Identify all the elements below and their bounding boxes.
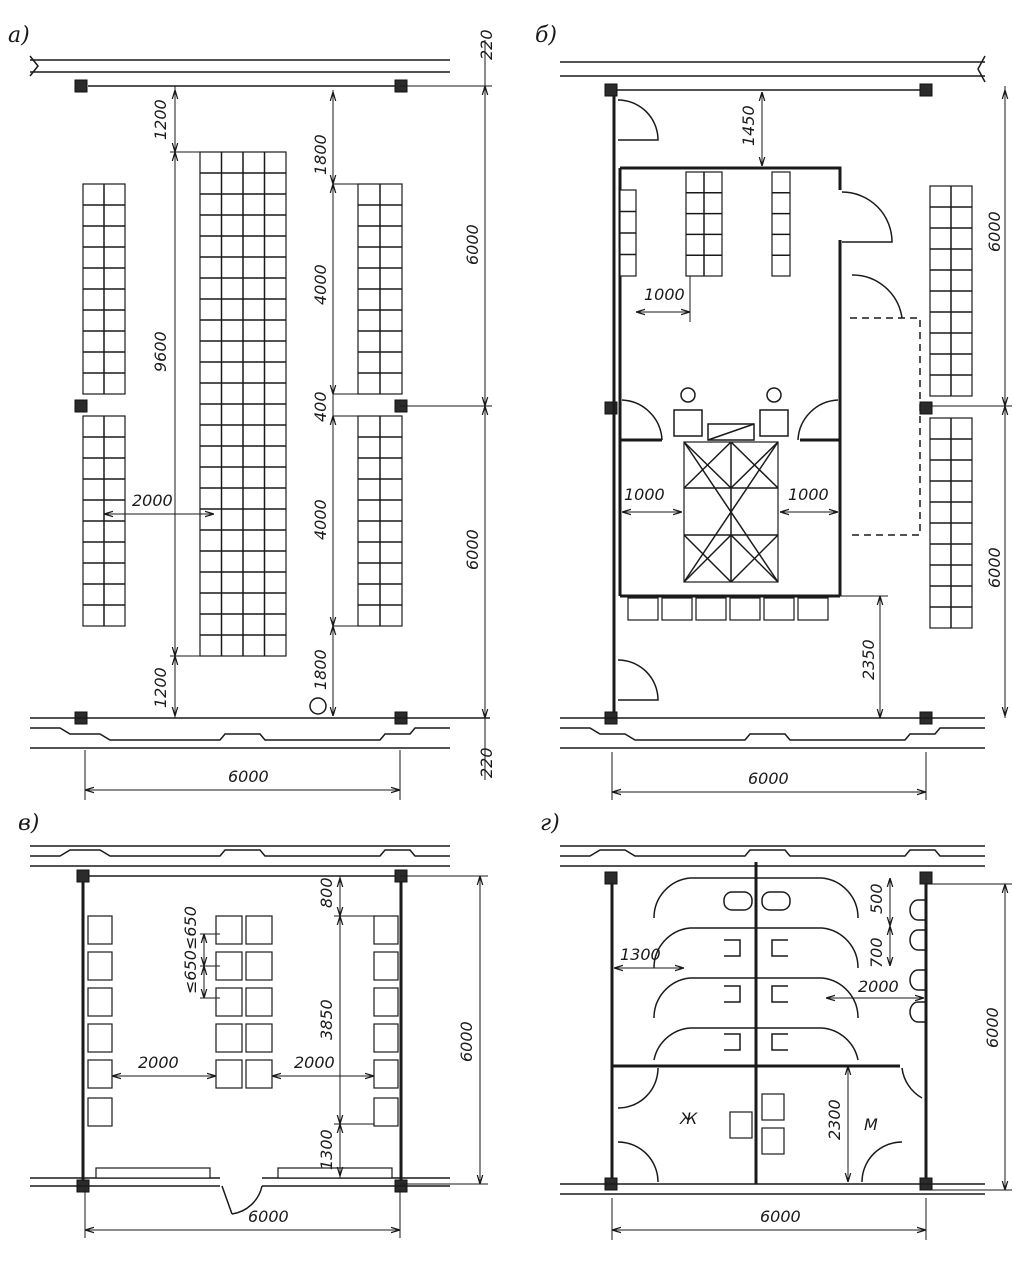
dim-text: 1800 (311, 134, 330, 175)
room-label-women: Ж (679, 1109, 698, 1128)
locker-cell-dividers (358, 436, 402, 606)
dim-text: 2000 (132, 491, 173, 510)
dim-text: 2000 (294, 1053, 335, 1072)
dim-text: 9600 (151, 331, 170, 372)
toilet-icon (723, 891, 753, 911)
locker-cell-dividers (83, 204, 125, 374)
washbasin-icon (680, 387, 696, 403)
dim-text: 1800 (311, 649, 330, 690)
panel-b: б) (535, 23, 1012, 800)
column-marker (919, 83, 933, 97)
locker-cell-dividers (930, 438, 972, 608)
washbasin-column-center (215, 915, 273, 1089)
column-marker (604, 83, 618, 97)
dim-text: 220 (477, 747, 496, 778)
panel-a-label: а) (8, 23, 30, 48)
dim-text: 2000 (138, 1053, 179, 1072)
dim-text: 1200 (151, 99, 170, 140)
locker-cell-dividers (930, 206, 972, 376)
dim-text: 6000 (985, 547, 1004, 588)
locker-cell-dividers (83, 436, 125, 606)
column-marker (74, 399, 88, 413)
dim-text: 6000 (463, 224, 482, 265)
column-marker (919, 401, 933, 415)
room-label-men: М (864, 1115, 878, 1134)
dim-text: 6000 (457, 1021, 476, 1062)
dim-text: 1450 (739, 105, 758, 146)
locker-cell-dividers (686, 192, 722, 256)
dim-text: 1000 (624, 485, 665, 504)
dim-text: 1000 (788, 485, 829, 504)
dim-text: 6000 (463, 529, 482, 570)
dim-text: 4000 (311, 499, 330, 540)
dim-text: 6000 (983, 1007, 1002, 1048)
dim-text: 1000 (644, 285, 685, 304)
urinal-icon (909, 929, 926, 951)
panel-g: г) (540, 811, 1012, 1240)
washbasin-icon (766, 387, 782, 403)
dim-text: 1300 (317, 1129, 336, 1170)
dim-text: 800 (317, 877, 336, 908)
dim-text: 3850 (317, 999, 336, 1040)
urinal-icon (909, 969, 926, 991)
urinal-icon (909, 1001, 926, 1023)
dim-text: 6000 (760, 1207, 801, 1226)
dim-text: 220 (477, 29, 496, 60)
dim-text: 400 (311, 391, 330, 422)
shower-grid (683, 441, 779, 583)
locker-cell-dividers (358, 204, 402, 374)
dim-text: 1300 (620, 945, 661, 964)
dim-text: 700 (867, 937, 886, 968)
washbasin-column-left (87, 915, 113, 1127)
panel-v: в) (18, 811, 488, 1238)
dim-text: 6000 (248, 1207, 289, 1226)
dim-text: 4000 (311, 264, 330, 305)
panel-g-label: г) (540, 811, 560, 836)
locker-cell-dividers (772, 192, 790, 256)
drain-icon (309, 697, 327, 715)
dim-text: 2000 (858, 977, 899, 996)
toilet-icon (761, 891, 791, 911)
dim-text: 2350 (859, 639, 878, 680)
column-marker (76, 869, 90, 883)
panel-b-label: б) (535, 23, 557, 48)
dim-text: 6000 (748, 769, 789, 788)
locker-cell-dividers (620, 210, 636, 256)
urinal-icon (909, 899, 926, 921)
locker-cell-dividers (200, 172, 286, 636)
column-marker (74, 79, 88, 93)
dim-text: 6000 (985, 211, 1004, 252)
dim-text: ≤650 (181, 906, 200, 950)
panel-v-label: в) (18, 811, 39, 836)
column-marker (919, 871, 933, 885)
washbasin-column-right (373, 915, 399, 1127)
panel-a: а) (8, 23, 496, 800)
dim-text: 500 (867, 883, 886, 914)
dim-text: ≤650 (181, 950, 200, 994)
washbasin-row (627, 597, 829, 621)
dim-text: 1200 (151, 667, 170, 708)
dim-text: 6000 (228, 767, 269, 786)
dim-text: 2300 (825, 1099, 844, 1140)
column-marker (604, 871, 618, 885)
